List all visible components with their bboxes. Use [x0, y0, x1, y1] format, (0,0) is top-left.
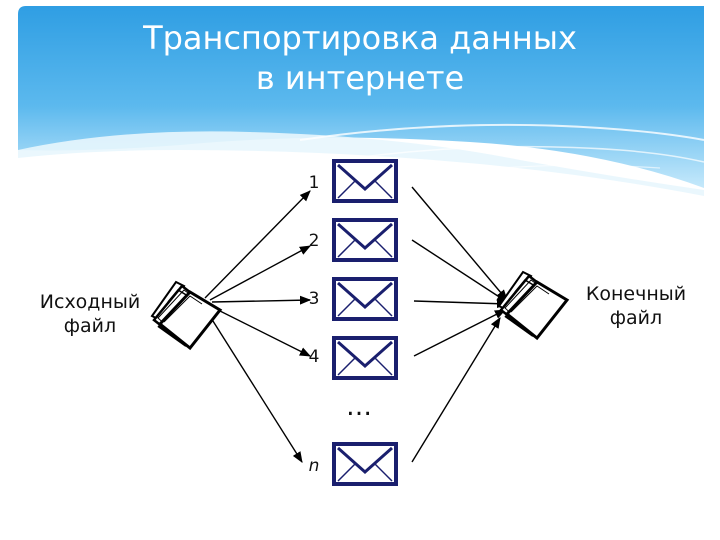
- packet-label-3: 3: [308, 289, 320, 309]
- folder-icon: [150, 280, 223, 351]
- arrow-source-to-packet-2: [209, 245, 311, 301]
- arrow-source-to-packet-n: [205, 309, 303, 463]
- source-label-line-2: файл: [63, 315, 117, 337]
- arrow-packet-2-to-destination: [411, 239, 508, 303]
- envelope-icon: [332, 277, 398, 321]
- arrow-source-to-packet-3: [211, 295, 312, 305]
- source-file-label: Исходный файл: [30, 290, 150, 338]
- destination-arrows: [411, 186, 509, 463]
- arrow-packet-n-to-destination: [411, 317, 501, 463]
- envelope-icon: [332, 336, 398, 380]
- arrow-packet-1-to-destination: [411, 186, 508, 301]
- arrow-packet-3-to-destination: [413, 299, 509, 309]
- envelope-icon: [332, 218, 398, 262]
- source-arrows: [204, 190, 312, 463]
- page-title: Транспортировка данных в интернете: [60, 18, 660, 98]
- header-background: [18, 6, 705, 196]
- packet-label-1: 1: [308, 173, 320, 193]
- folder-icon: [497, 270, 570, 341]
- destination-label-line-2: файл: [609, 307, 663, 329]
- title-line-1: Транспортировка данных: [143, 19, 577, 57]
- source-label-line-1: Исходный: [39, 291, 141, 313]
- packet-label-n: n: [308, 456, 320, 476]
- ellipsis: …: [346, 392, 373, 422]
- envelope-icon: [332, 442, 398, 486]
- title-line-2: в интернете: [255, 59, 465, 97]
- destination-file-label: Конечный файл: [576, 282, 696, 330]
- envelope-icon: [332, 159, 398, 203]
- destination-label-line-1: Конечный: [585, 283, 687, 305]
- arrow-source-to-packet-1: [204, 190, 311, 299]
- arrow-source-to-packet-4: [209, 305, 312, 357]
- packet-label-4: 4: [308, 347, 320, 367]
- arrow-packet-4-to-destination: [413, 309, 506, 357]
- packet-label-2: 2: [308, 231, 320, 251]
